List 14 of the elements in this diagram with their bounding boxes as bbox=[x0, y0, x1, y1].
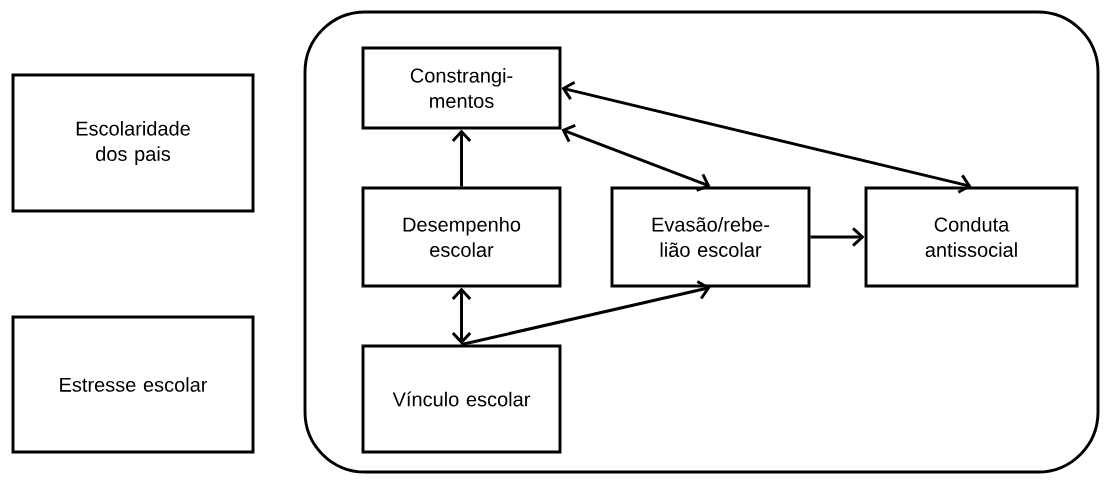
process-box: Constrangi- mentos bbox=[361, 46, 562, 130]
process-box: Vínculo escolar bbox=[361, 344, 562, 454]
arrow bbox=[561, 124, 711, 192]
arrow bbox=[561, 80, 972, 194]
arrow bbox=[461, 280, 711, 346]
process-box: Conduta antissocial bbox=[864, 186, 1079, 288]
process-box: Evasão/rebe- lião escolar bbox=[610, 186, 811, 288]
process-box: Escolaridade dos pais bbox=[11, 73, 255, 213]
process-box: Desempenho escolar bbox=[361, 186, 562, 288]
arrow bbox=[451, 129, 472, 187]
process-box: Estresse escolar bbox=[11, 315, 255, 454]
arrow bbox=[810, 227, 865, 247]
arrow bbox=[451, 287, 472, 345]
group-frame bbox=[303, 10, 1100, 474]
